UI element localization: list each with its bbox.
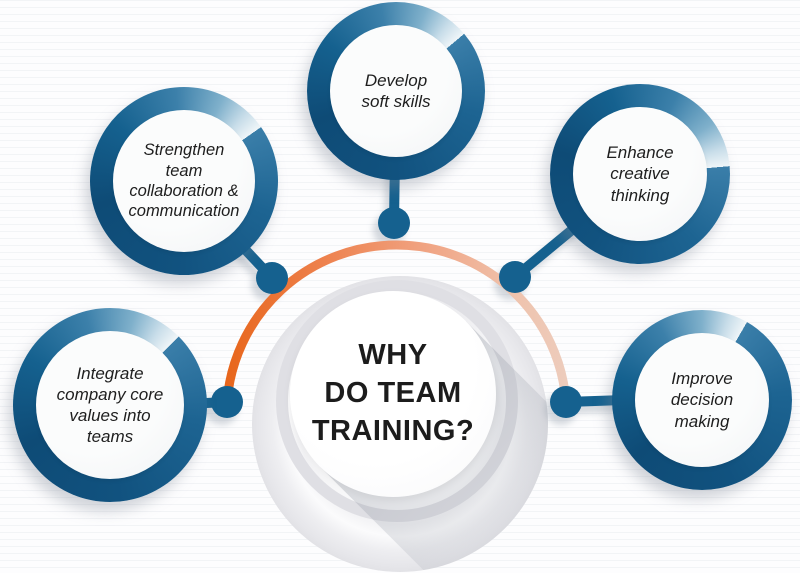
connector-dot-integrate (211, 386, 243, 418)
orange-arc (222, 240, 571, 403)
connector-dot-strengthen (256, 262, 288, 294)
center-title-circle: WHY DO TEAM TRAINING? (290, 291, 496, 497)
node-label: Develop soft skills (361, 70, 431, 111)
node-integrate-company-core-values: Integrate company core values into teams (13, 308, 207, 502)
connector-dot-enhance (499, 261, 531, 293)
connector-dot-develop (378, 207, 410, 239)
node-strengthen-team-collaboration: Strengthen team collaboration & communic… (90, 87, 278, 275)
center-outer-circle: WHY DO TEAM TRAINING? (252, 276, 548, 572)
node-label: Integrate company core values into teams (56, 363, 164, 447)
node-label: Strengthen team collaboration & communic… (128, 141, 240, 221)
node-label: Improve decision making (670, 369, 734, 431)
diagram-title: WHY DO TEAM TRAINING? (311, 339, 475, 447)
node-inner-circle: Strengthen team collaboration & communic… (113, 110, 255, 252)
node-inner-circle: Enhance creative thinking (573, 107, 707, 241)
node-inner-circle: Develop soft skills (330, 25, 462, 157)
connector-dots (211, 207, 582, 418)
node-enhance-creative-thinking: Enhance creative thinking (550, 84, 730, 264)
node-develop-soft-skills: Develop soft skills (307, 2, 485, 180)
node-label: Enhance creative thinking (606, 143, 674, 205)
node-improve-decision-making: Improve decision making (612, 310, 792, 490)
node-inner-circle: Improve decision making (635, 333, 769, 467)
node-inner-circle: Integrate company core values into teams (36, 331, 184, 479)
connector-dot-improve (550, 386, 582, 418)
